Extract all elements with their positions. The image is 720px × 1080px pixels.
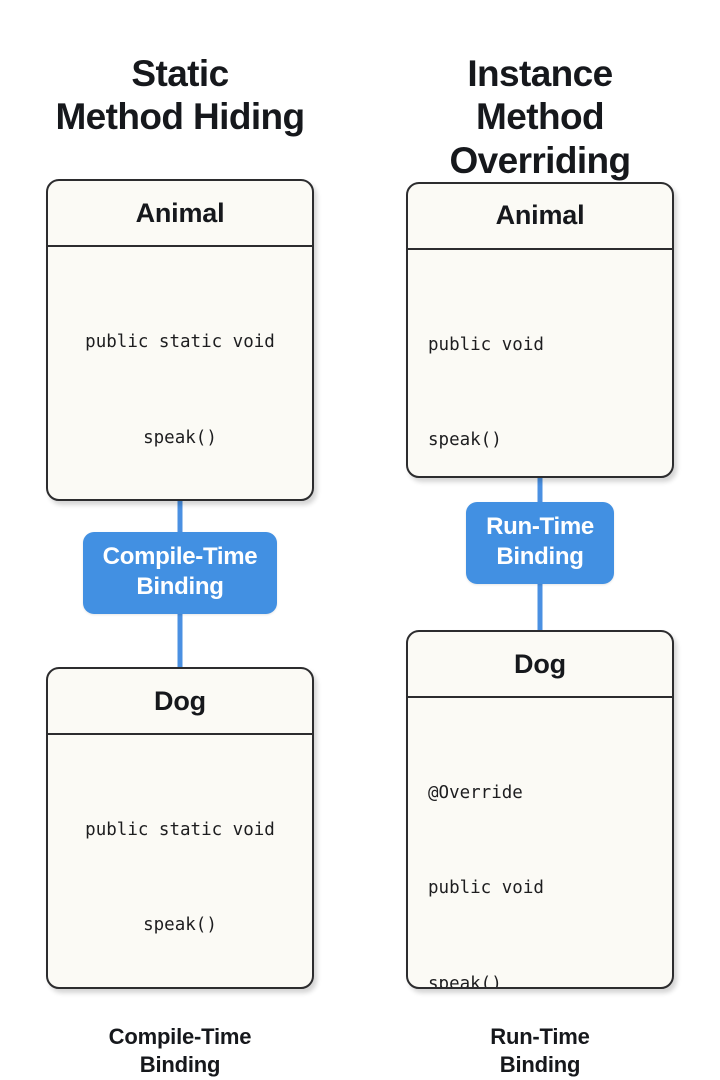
column-instance-method-overriding: Instance Method Overriding Animal public… (360, 52, 720, 1080)
column-title-wrapper: Instance Method Overriding (380, 52, 700, 182)
class-body-dog-instance: @Override public void speak() } (408, 698, 672, 989)
class-body-animal-static: public static void speak() } (48, 247, 312, 499)
caption-compile-time-binding: Compile-Time Binding (108, 1023, 252, 1078)
connector-run-time: Run-Time Binding (406, 477, 674, 688)
class-name-dog: Dog (48, 669, 312, 736)
binding-badge-compile-time: Compile-Time Binding (82, 531, 278, 615)
code-line: speak() (428, 973, 502, 989)
connector-compile-time: Compile-Time Binding (46, 501, 314, 712)
class-box-animal-instance: Animal public void speak() } (406, 181, 674, 478)
code-line: speak() (428, 430, 502, 451)
class-name-dog: Dog (408, 632, 672, 699)
page-title-instance-method-overriding: Instance Method Overriding (449, 53, 631, 181)
code-line: public void (428, 334, 544, 355)
class-body-dog-static: public static void speak() } (48, 735, 312, 987)
class-box-dog-instance: Dog @Override public void speak() } (406, 630, 674, 989)
code-line: public static void (85, 332, 275, 352)
code-line: speak() (143, 915, 217, 936)
class-name-animal: Animal (408, 184, 672, 250)
caption-run-time-binding: Run-Time Binding (490, 1023, 590, 1078)
column-title-wrapper: Static Method Hiding (20, 52, 340, 179)
class-box-animal-static: Animal public static void speak() } (46, 179, 314, 502)
class-body-animal-instance: public void speak() } (408, 250, 672, 476)
page-title-static-method-hiding: Static Method Hiding (55, 53, 305, 138)
code-line: public static void (85, 819, 275, 840)
column-static-method-hiding: Static Method Hiding Animal public stati… (0, 52, 360, 1080)
code-line-annotation: @Override (428, 782, 523, 803)
binding-badge-run-time: Run-Time Binding (466, 501, 614, 585)
code-line: public void (428, 878, 544, 899)
code-line: speak() (143, 427, 217, 448)
class-box-dog-static: Dog public static void speak() } (46, 667, 314, 989)
class-name-animal: Animal (48, 181, 312, 248)
